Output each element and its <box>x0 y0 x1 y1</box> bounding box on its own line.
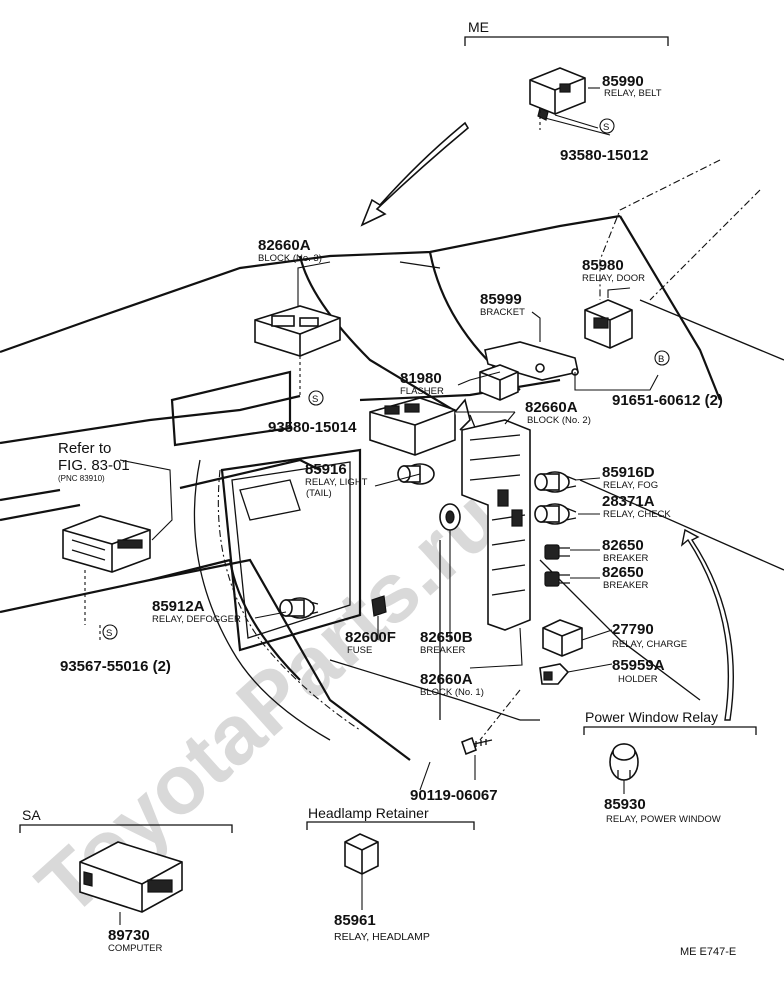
direction-arrows <box>360 121 735 721</box>
part-number-81980[interactable]: 81980 <box>400 370 442 387</box>
part-desc-81980: FLASHER <box>400 386 444 397</box>
section-brackets <box>19 36 757 833</box>
block-no3-shape[interactable] <box>254 305 341 357</box>
part-number-85912a[interactable]: 85912A <box>152 598 205 615</box>
part-desc-85916d: RELAY, FOG <box>603 480 658 491</box>
part-number-85916[interactable]: 85916 <box>305 461 347 478</box>
part-desc-85930: RELAY, POWER WINDOW <box>606 814 721 825</box>
part-number-28371a[interactable]: 28371A <box>602 493 655 510</box>
part-number-82600f[interactable]: 82600F <box>345 629 396 646</box>
refer-pnc: (PNC 83910) <box>58 474 105 483</box>
dashboard-outline <box>0 214 784 761</box>
part-shapes <box>62 67 639 913</box>
arrow-large <box>360 121 470 227</box>
part-desc-85912a: RELAY, DEFOGGER <box>152 614 241 625</box>
part-number-90119[interactable]: 90119-06067 <box>410 787 498 804</box>
part-desc-82660a-1: BLOCK (No. 1) <box>420 687 484 698</box>
part-desc-82650-1: BREAKER <box>603 553 649 564</box>
part-number-91651[interactable]: 91651-60612 (2) <box>612 392 723 409</box>
arrow-power-window <box>680 528 735 721</box>
part-number-85990[interactable]: 85990 <box>602 73 644 90</box>
symbol-b-91651: B <box>658 354 664 365</box>
part-number-93567[interactable]: 93567-55016 (2) <box>60 658 171 675</box>
leader-lines <box>84 87 761 925</box>
part-desc-89730: COMPUTER <box>108 943 163 954</box>
relay-light-shape[interactable] <box>397 463 435 485</box>
part-number-82650b[interactable]: 82650B <box>420 629 473 646</box>
refer-line2[interactable]: FIG. 83-01 <box>58 457 130 474</box>
part-number-82660a-2[interactable]: 82660A <box>525 399 578 416</box>
breaker-2-shape[interactable] <box>544 571 570 587</box>
relay-power-window-shape[interactable] <box>609 743 639 781</box>
part-number-82660a-3[interactable]: 82660A <box>258 237 311 254</box>
section-power-window-label: Power Window Relay <box>585 709 718 725</box>
part-number-85961[interactable]: 85961 <box>334 912 376 929</box>
part-number-85930[interactable]: 85930 <box>604 796 646 813</box>
relay-fog-shape[interactable] <box>534 471 577 493</box>
part-number-85959a[interactable]: 85959A <box>612 657 665 674</box>
relay-belt-shape[interactable] <box>529 67 586 121</box>
part-desc-85961: RELAY, HEADLAMP <box>334 931 430 943</box>
part-desc-85990: RELAY, BELT <box>604 88 662 99</box>
diagram-code: ME E747-E <box>680 946 736 958</box>
part-number-89730[interactable]: 89730 <box>108 927 150 944</box>
refer-line1[interactable]: Refer to <box>58 440 111 457</box>
relay-check-shape[interactable] <box>534 503 577 525</box>
symbol-s-93567: S <box>106 628 112 639</box>
relay-headlamp-shape[interactable] <box>344 833 379 875</box>
holder-shape[interactable] <box>539 663 570 685</box>
relay-defogger-shape[interactable] <box>279 597 319 619</box>
part-number-27790[interactable]: 27790 <box>612 621 654 638</box>
relay-small-shape[interactable] <box>439 503 461 531</box>
part-desc-82600f: FUSE <box>347 645 372 656</box>
fuse-shape[interactable] <box>371 595 387 617</box>
part-desc-82660a-2: BLOCK (No. 2) <box>527 415 591 426</box>
part-desc-85999: BRACKET <box>480 307 525 318</box>
block-no1-shape[interactable] <box>461 419 531 631</box>
part-desc-82660a-3: BLOCK (No. 3) <box>258 253 322 264</box>
part-desc-82650-2: BREAKER <box>603 580 649 591</box>
section-sa-label: SA <box>22 807 41 823</box>
part-number-82650-1[interactable]: 82650 <box>602 537 644 554</box>
part-desc-85959a: HOLDER <box>618 674 658 685</box>
flasher-shape[interactable] <box>479 364 519 401</box>
symbol-s-93580b: S <box>312 394 318 405</box>
part-desc2-85916: (TAIL) <box>306 488 332 499</box>
part-number-82650-2[interactable]: 82650 <box>602 564 644 581</box>
relay-charge-shape[interactable] <box>542 619 583 657</box>
part-desc-85916: RELAY, LIGHT <box>305 477 368 488</box>
computer-shape[interactable] <box>79 841 183 913</box>
bolt-shape[interactable] <box>461 736 493 756</box>
breaker-1-shape[interactable] <box>544 544 570 560</box>
section-me-label: ME <box>468 19 489 35</box>
relay-door-shape[interactable] <box>584 299 633 349</box>
part-labels: 85990 RELAY, BELT 93580-15012 85980 RELA… <box>58 73 736 958</box>
section-headlamp-label: Headlamp Retainer <box>308 805 429 821</box>
refer-unit-shape[interactable] <box>62 515 151 573</box>
part-number-85916d[interactable]: 85916D <box>602 464 655 481</box>
part-desc-28371a: RELAY, CHECK <box>603 509 671 520</box>
part-number-85980[interactable]: 85980 <box>582 257 624 274</box>
symbol-s-93580a: S <box>603 122 609 133</box>
part-number-82660a-1[interactable]: 82660A <box>420 671 473 688</box>
part-number-93580a[interactable]: 93580-15012 <box>560 147 648 164</box>
part-desc-27790: RELAY, CHARGE <box>612 639 687 650</box>
part-desc-85980: RELAY, DOOR <box>582 273 645 284</box>
bracket-shape[interactable] <box>484 341 579 381</box>
callout-symbols: S B S S <box>102 118 670 640</box>
part-desc-82650b: BREAKER <box>420 645 466 656</box>
part-number-93580b[interactable]: 93580-15014 <box>268 419 357 436</box>
block-no2-shape[interactable] <box>369 397 471 456</box>
part-number-85999[interactable]: 85999 <box>480 291 522 308</box>
